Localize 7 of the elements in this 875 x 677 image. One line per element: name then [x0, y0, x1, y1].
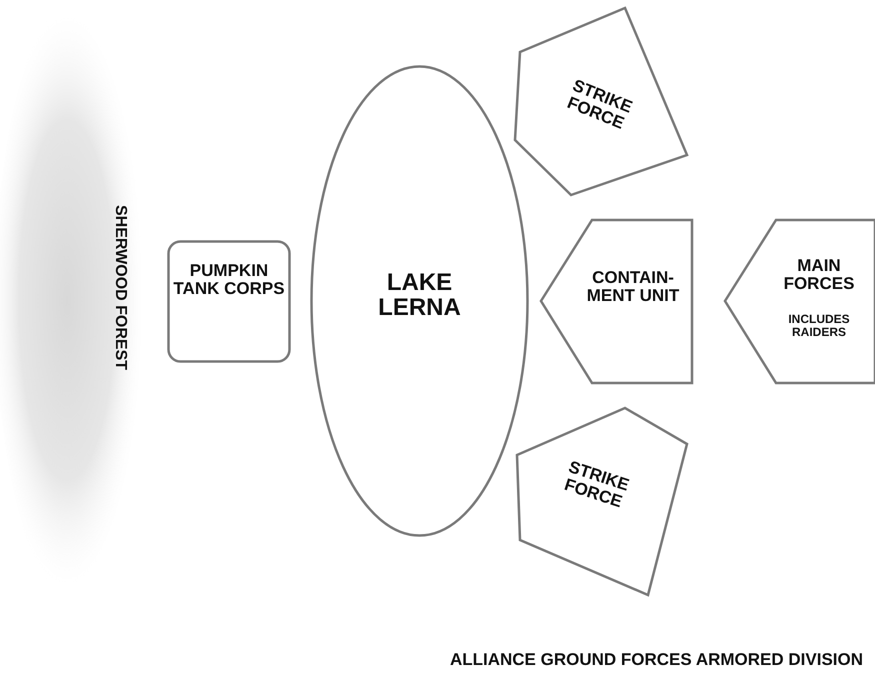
lake-label: LAKE LERNA	[377, 270, 462, 320]
area-label: SHERWOOD FOREST	[110, 205, 128, 370]
unit-label: PUMPKIN TANK CORPS	[172, 262, 286, 298]
unit-label: CONTAIN- MENT UNIT	[586, 269, 680, 305]
unit-label: MAIN FORCES	[782, 257, 856, 293]
caption: ALLIANCE GROUND FORCES ARMORED DIVISION	[450, 650, 863, 670]
note-label: INCLUDES RAIDERS	[787, 313, 851, 338]
